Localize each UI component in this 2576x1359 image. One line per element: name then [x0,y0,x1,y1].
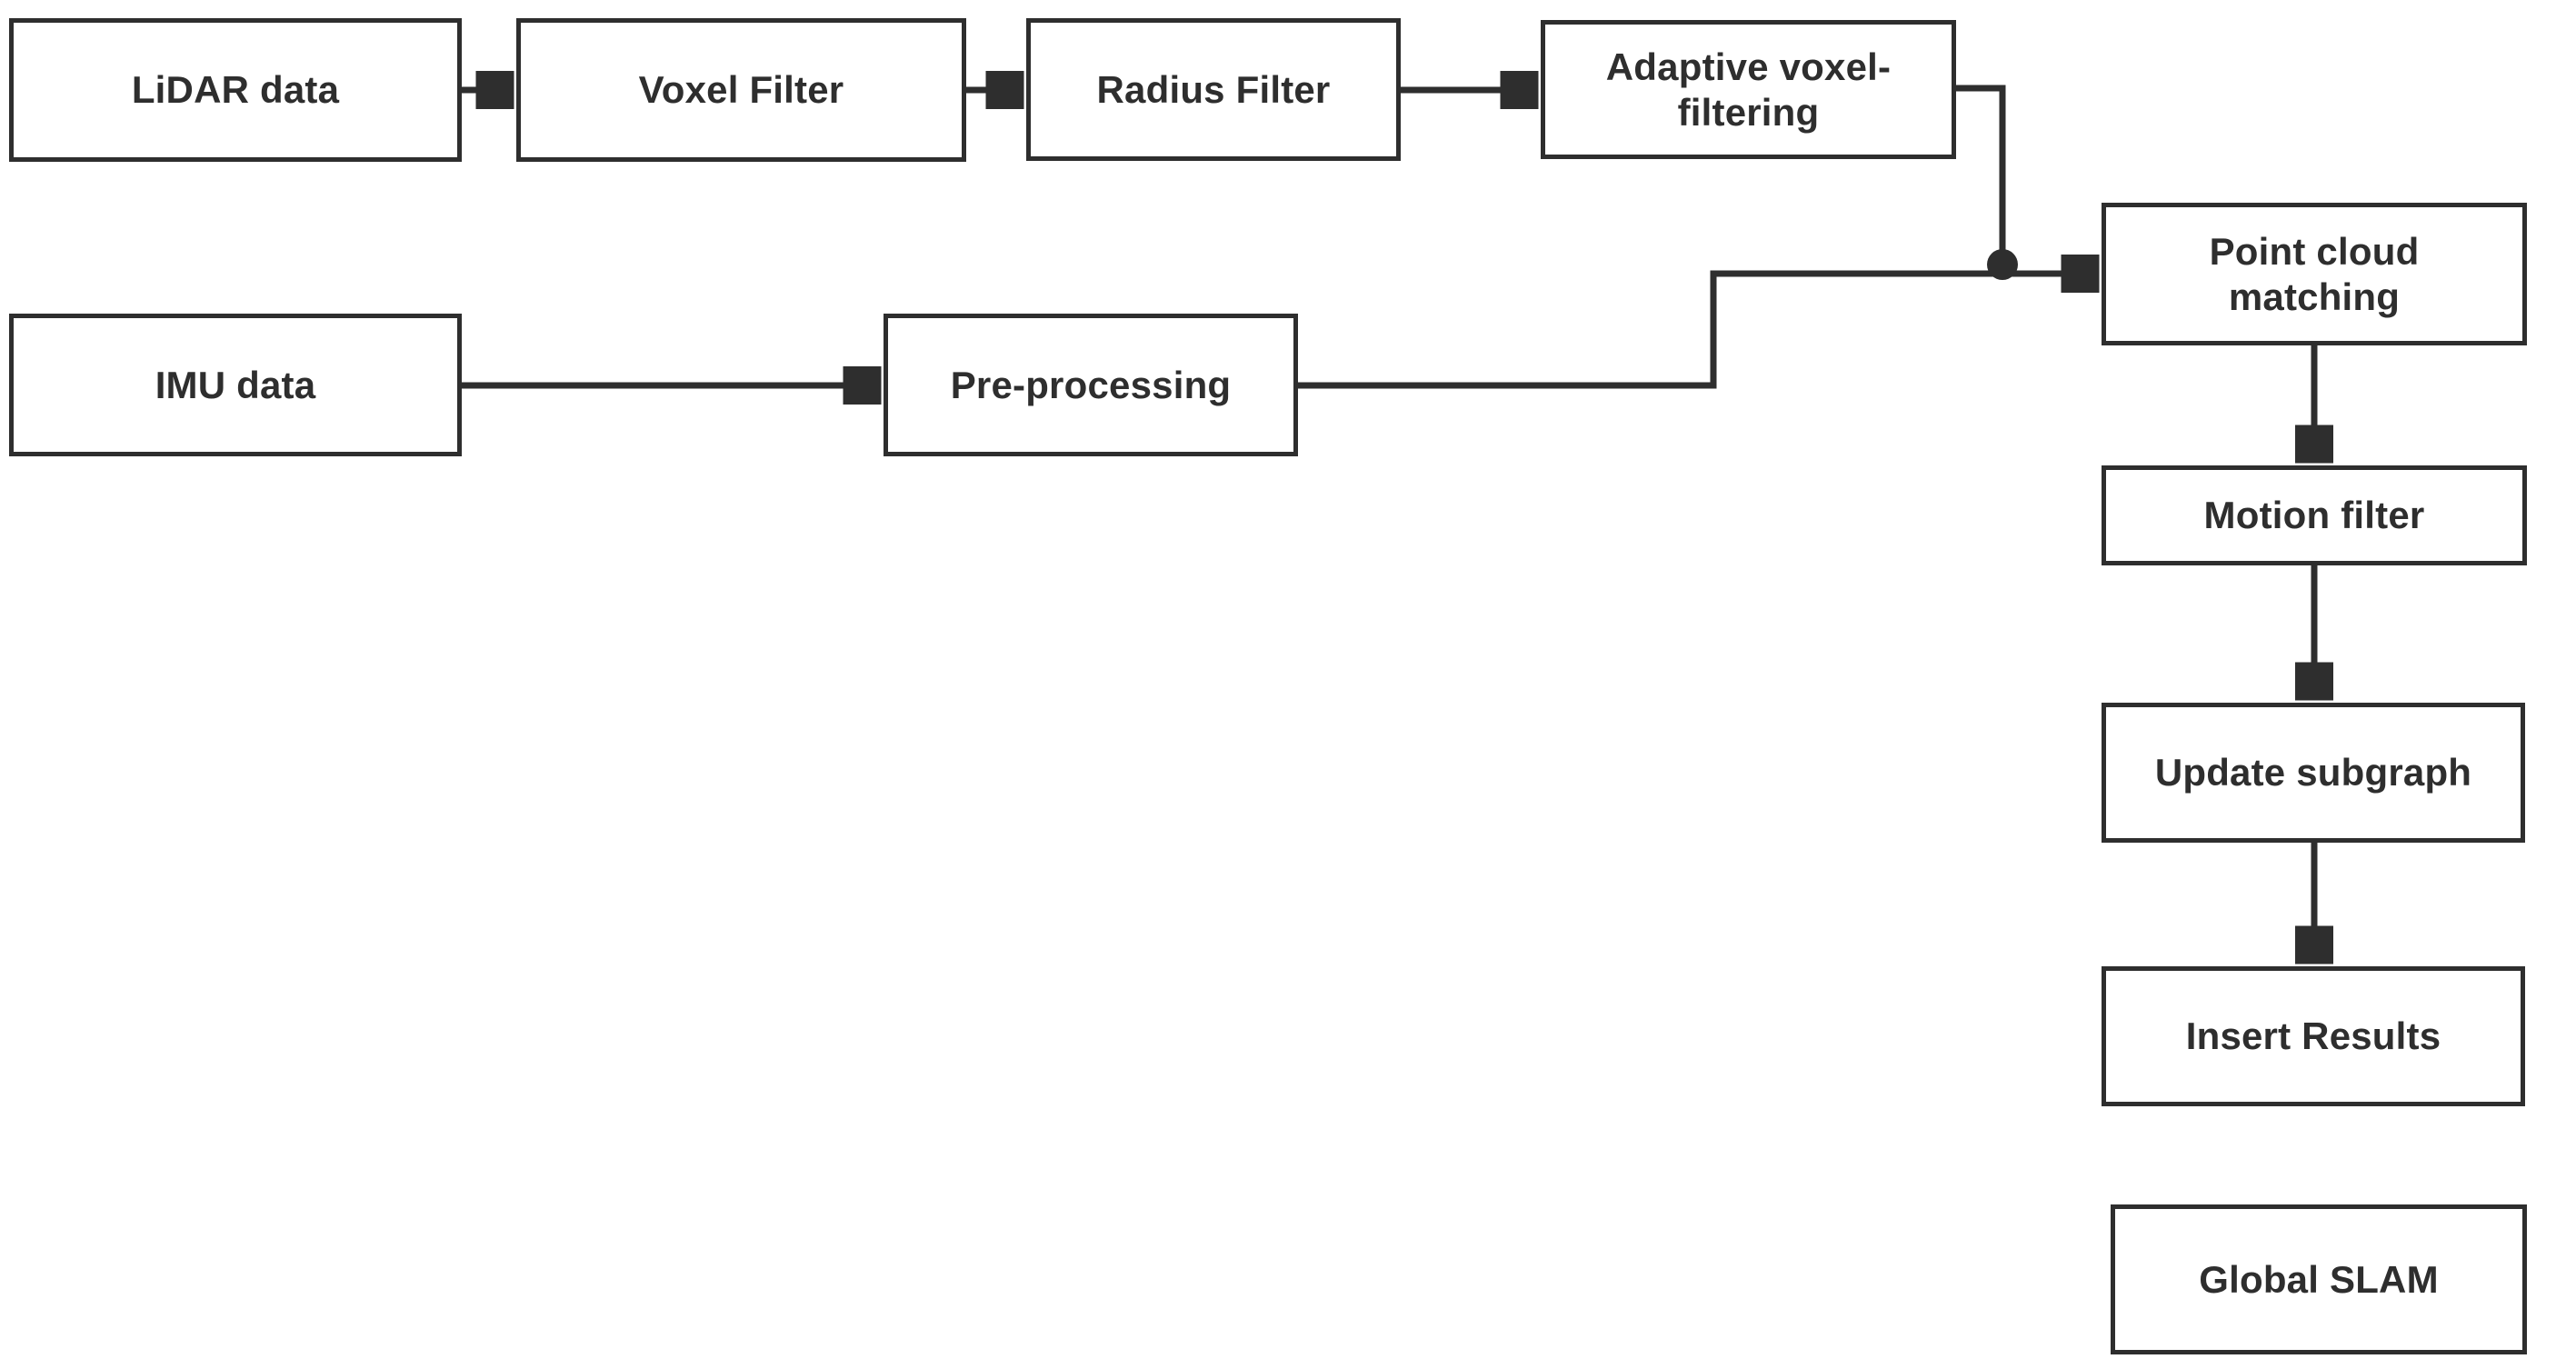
node-label: Point cloud matching [2209,229,2420,318]
node-label: Pre-processing [950,363,1232,406]
node-label: IMU data [155,363,316,406]
edge-adaptive-to-matching [1956,85,2006,265]
node-point-cloud-matching[interactable]: Point cloud matching [2102,203,2527,345]
node-label: Adaptive voxel- filtering [1605,45,1892,134]
node-pre-processing[interactable]: Pre-processing [884,314,1298,456]
node-imu-data[interactable]: IMU data [9,314,462,456]
node-global-slam[interactable]: Global SLAM [2111,1204,2527,1354]
node-motion-filter[interactable]: Motion filter [2102,465,2527,565]
node-insert-results[interactable]: Insert Results [2102,966,2525,1106]
node-label: Radius Filter [1096,67,1331,111]
node-label: Global SLAM [2199,1257,2439,1301]
node-radius-filter[interactable]: Radius Filter [1026,18,1401,161]
node-voxel-filter[interactable]: Voxel Filter [516,18,966,162]
node-label: LiDAR data [131,68,340,112]
node-label: Insert Results [2185,1014,2441,1058]
edge-preprocessing-to-matching [1298,274,2094,389]
node-update-subgraph[interactable]: Update subgraph [2102,703,2525,843]
merge-junction-dot [1987,249,2018,280]
node-label: Motion filter [2203,494,2425,537]
node-label: Voxel Filter [638,68,844,112]
node-label: Update subgraph [2154,751,2472,794]
node-adaptive-voxel-filtering[interactable]: Adaptive voxel- filtering [1541,20,1956,159]
node-lidar-data[interactable]: LiDAR data [9,18,462,162]
